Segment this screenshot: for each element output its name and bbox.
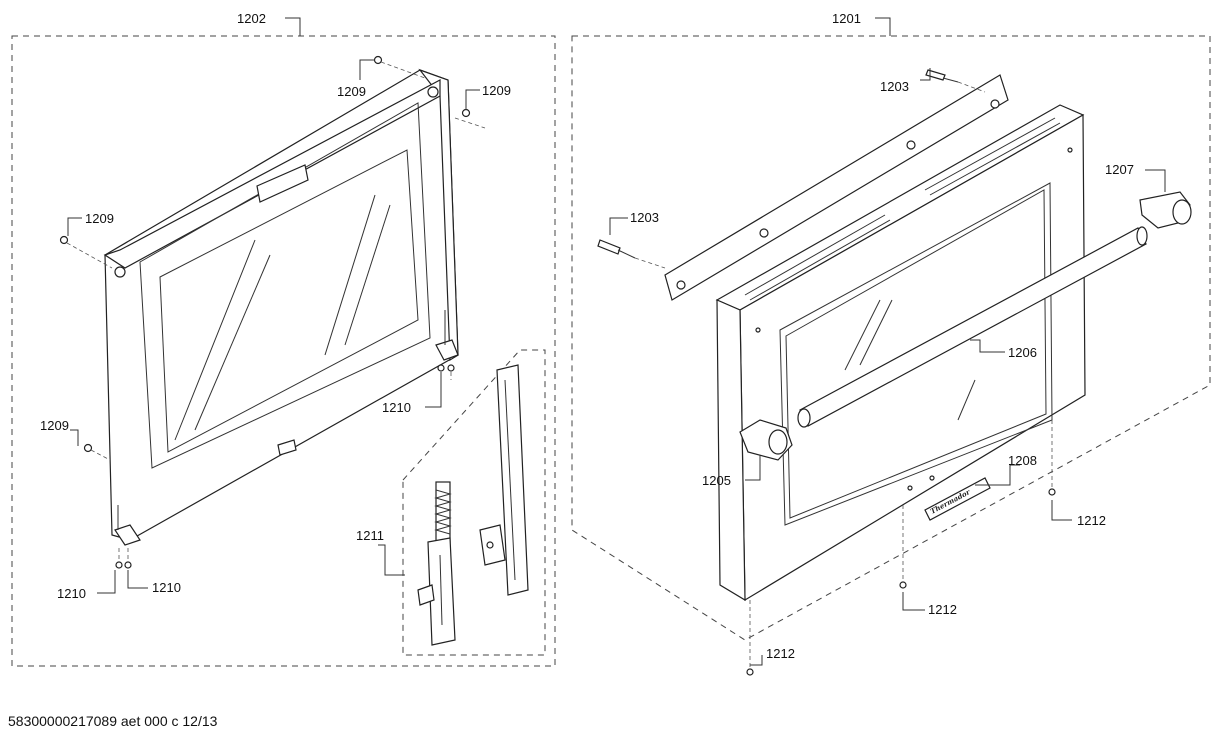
screw-1210-bottom bbox=[115, 548, 132, 569]
label-1206: 1206 bbox=[1008, 345, 1037, 360]
reference-code: 58300000217089 aet 000 c 12/13 bbox=[8, 713, 218, 729]
bolt-1203-left bbox=[597, 239, 666, 269]
handle-end-cap-right bbox=[1139, 191, 1192, 229]
handle-bar bbox=[797, 226, 1148, 428]
label-1212-bottom: 1212 bbox=[766, 646, 795, 661]
screw-1212-mid bbox=[899, 505, 907, 589]
screw-1210-right bbox=[437, 364, 455, 380]
label-1203-top: 1203 bbox=[880, 79, 909, 94]
label-1209-right: 1209 bbox=[482, 83, 511, 98]
bolt-1203-top bbox=[925, 69, 986, 93]
screw-1212-right bbox=[1048, 420, 1056, 496]
hinge-parts bbox=[417, 364, 529, 646]
label-1205: 1205 bbox=[702, 473, 731, 488]
label-1212-mid: 1212 bbox=[928, 602, 957, 617]
label-1208: 1208 bbox=[1008, 453, 1037, 468]
label-1210-right: 1210 bbox=[382, 400, 411, 415]
screw-1209-right bbox=[454, 108, 486, 129]
label-1211: 1211 bbox=[356, 528, 384, 543]
label-1209-top: 1209 bbox=[337, 84, 366, 99]
screw-1209-left-bottom bbox=[83, 443, 111, 461]
label-1201: 1201 bbox=[832, 11, 861, 26]
handle-end-cap-left bbox=[739, 419, 793, 461]
screw-1209-left-top bbox=[59, 235, 113, 269]
label-1207: 1207 bbox=[1105, 162, 1134, 177]
label-1203-left: 1203 bbox=[630, 210, 659, 225]
screw-1212-bottom bbox=[746, 600, 754, 676]
label-1210-bottom-a: 1210 bbox=[57, 586, 86, 601]
label-1210-bottom-b: 1210 bbox=[152, 580, 181, 595]
label-1212-right: 1212 bbox=[1077, 513, 1106, 528]
label-1209-left-top: 1209 bbox=[85, 211, 114, 226]
label-1209-left-bottom: 1209 bbox=[40, 418, 69, 433]
label-1202: 1202 bbox=[237, 11, 266, 26]
right-assembly-boundary bbox=[571, 35, 1211, 641]
top-trim-strip bbox=[664, 74, 1009, 301]
inner-door-frame bbox=[103, 68, 459, 546]
left-assembly-boundary bbox=[11, 35, 556, 667]
